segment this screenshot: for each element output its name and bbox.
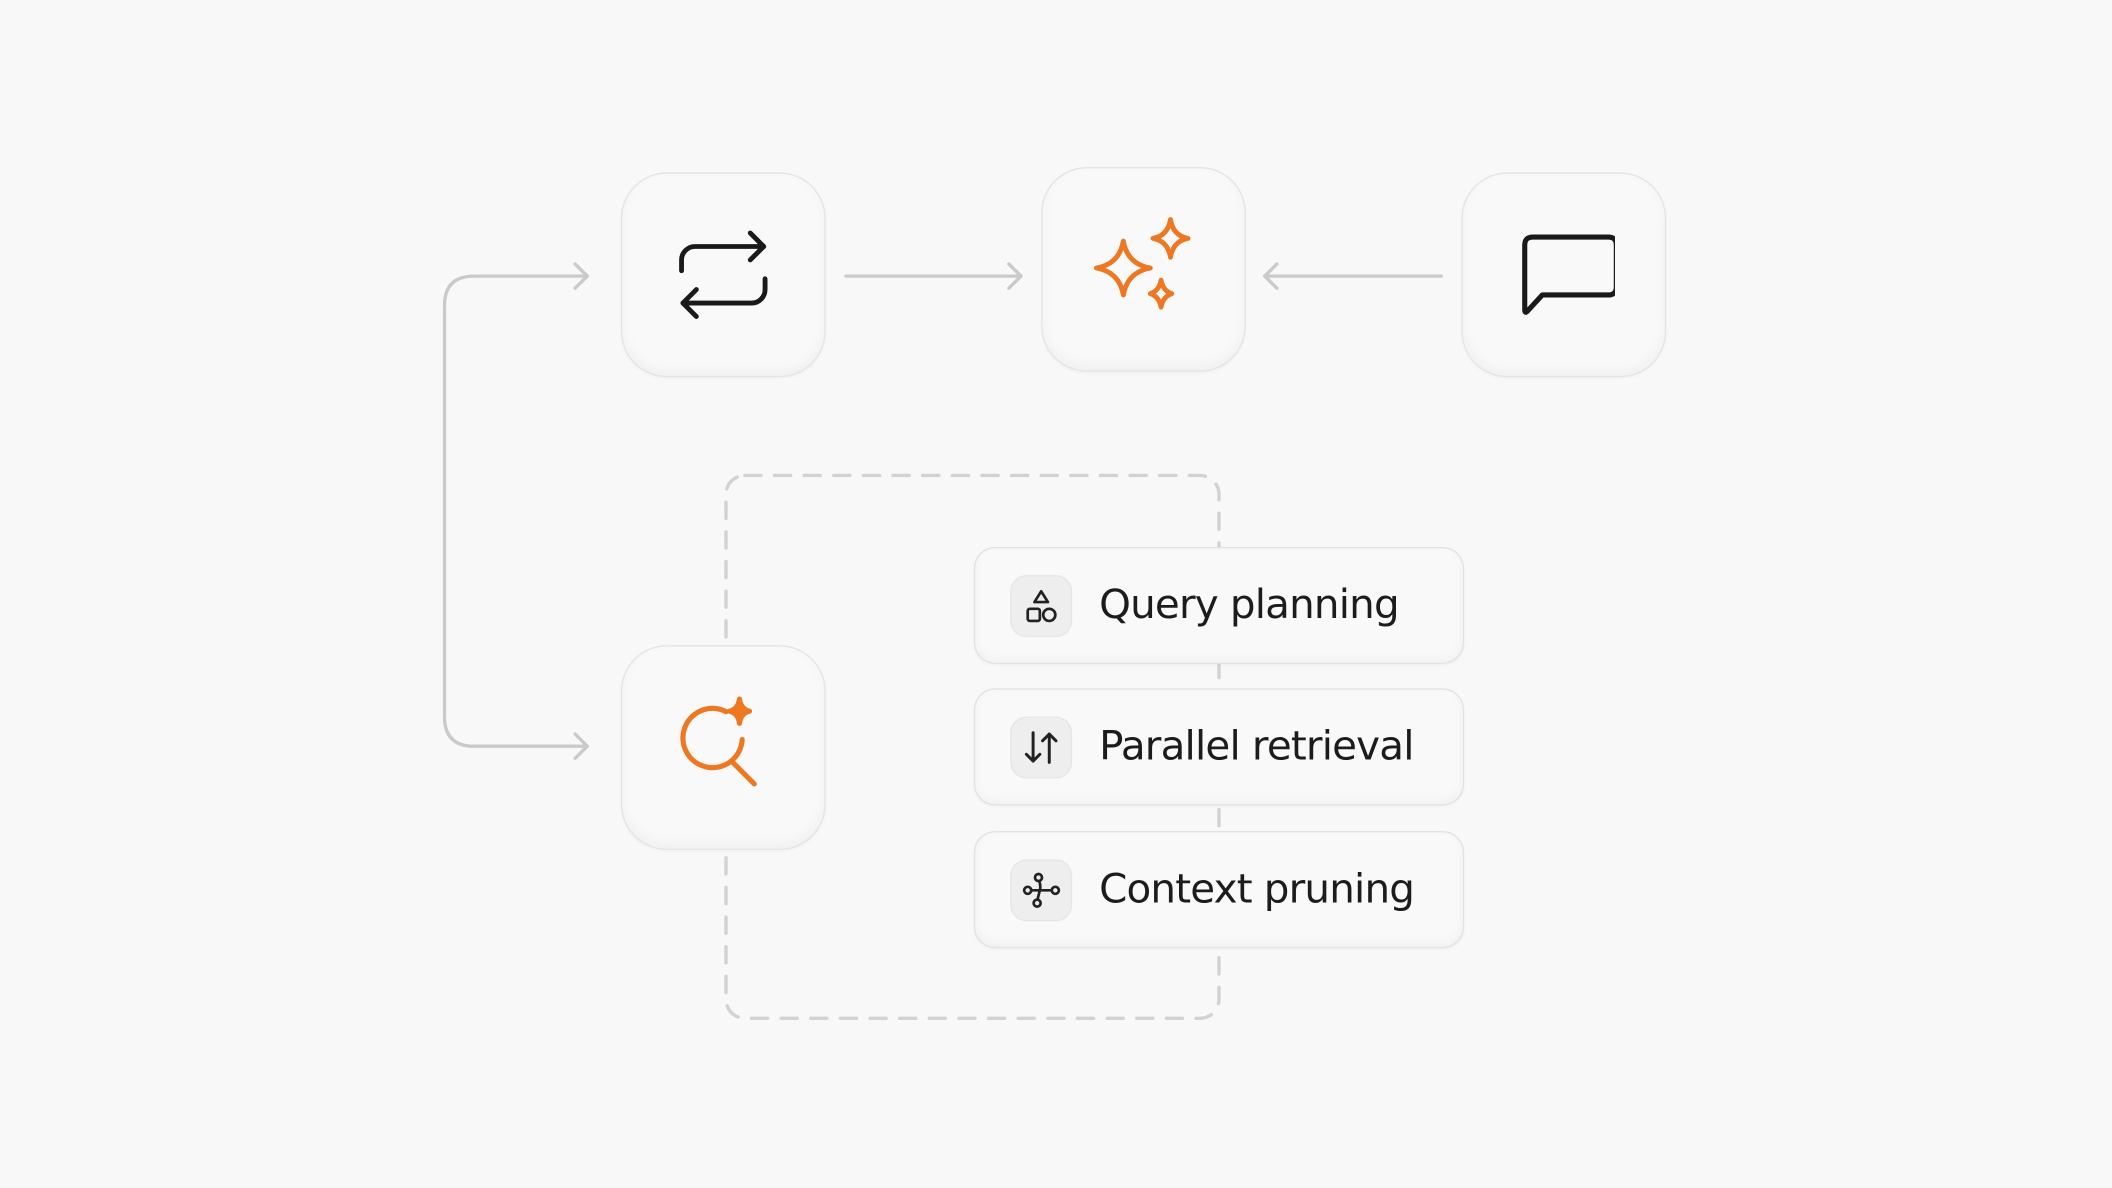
sparkles-icon xyxy=(1090,216,1198,324)
transform-to-generate-arrowhead xyxy=(1007,262,1023,290)
transform-node[interactable] xyxy=(620,172,826,378)
step-label: Parallel retrieval xyxy=(1099,723,1414,771)
generate-node[interactable] xyxy=(1041,167,1246,372)
chat-bubble-icon xyxy=(1513,224,1615,326)
search-sparkle-icon xyxy=(669,694,777,802)
branch-connector xyxy=(442,274,589,748)
message-to-generate-arrowhead xyxy=(1263,262,1279,290)
step-label: Context pruning xyxy=(1099,866,1415,914)
branch-arrowhead-top xyxy=(573,262,589,290)
step-card-context-pruning[interactable]: Context pruning xyxy=(973,831,1465,949)
search-node[interactable] xyxy=(620,645,826,850)
message-node[interactable] xyxy=(1461,172,1667,378)
step-card-query-planning[interactable]: Query planning xyxy=(973,546,1465,665)
arrows-up-down-icon xyxy=(1010,715,1073,778)
network-nodes-icon xyxy=(1010,858,1073,921)
step-label: Query planning xyxy=(1099,581,1400,630)
branch-arrowhead-bottom xyxy=(573,732,589,761)
arrows-repeat-icon xyxy=(672,224,774,326)
shapes-icon xyxy=(1010,574,1073,637)
step-card-parallel-retrieval[interactable]: Parallel retrieval xyxy=(973,688,1465,806)
